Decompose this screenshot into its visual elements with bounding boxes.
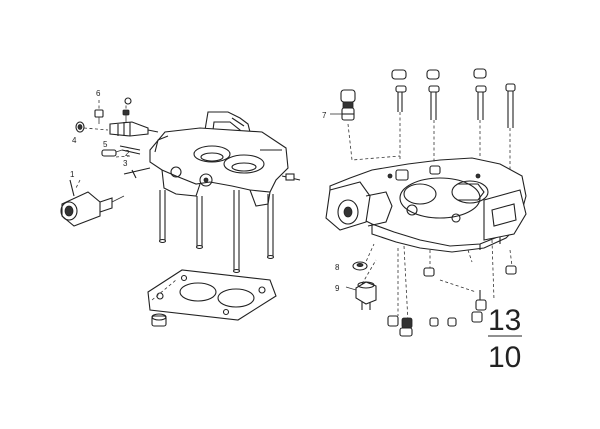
top-screws: [391, 68, 516, 128]
carburetor-lower-body: [325, 157, 527, 253]
callout-7: 7: [322, 111, 327, 120]
group-code-main: 13: [488, 304, 521, 337]
callout-4: 4: [72, 136, 77, 145]
callout-8: 8: [335, 263, 340, 272]
solenoid-valve: [60, 179, 125, 227]
small-screw-parts: [75, 109, 130, 133]
flange-gasket: [147, 269, 277, 321]
lower-fasteners: [387, 265, 517, 337]
carburetor-upper-body: [123, 111, 301, 207]
idle-jet: [330, 89, 356, 121]
mounting-studs: [158, 190, 275, 274]
callout-2: 2: [125, 149, 130, 158]
assembly-lines-right: [347, 112, 513, 323]
callout-marker: [124, 97, 132, 105]
callout-3: 3: [123, 159, 128, 168]
float-needle-valve: [101, 121, 159, 157]
group-code: 13 10: [488, 304, 522, 374]
cutoff-valve: [345, 281, 377, 310]
callout-9: 9: [335, 284, 340, 293]
group-code-sub: 10: [488, 341, 521, 374]
callout-6: 6: [96, 89, 101, 98]
callout-1: 1: [70, 170, 75, 179]
callout-5: 5: [103, 140, 108, 149]
small-nut: [352, 261, 368, 271]
stud-nut: [151, 313, 167, 327]
